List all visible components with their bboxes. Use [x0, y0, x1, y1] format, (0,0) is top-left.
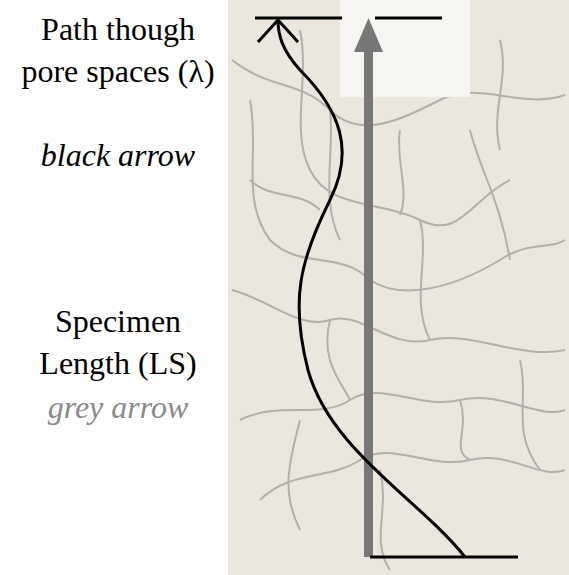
- path-color-note: black arrow: [0, 134, 236, 176]
- length-color-note: grey arrow: [0, 386, 236, 428]
- pore-network: [232, 30, 565, 570]
- pore-path-curve: [278, 20, 465, 557]
- black-arrowhead: [258, 20, 298, 42]
- photo-ground: [228, 0, 569, 575]
- bottom-bar: [370, 556, 518, 559]
- top-bar-left: [255, 17, 342, 20]
- grey-arrow-shaft: [364, 48, 373, 557]
- grey-arrowhead: [354, 18, 383, 52]
- path-label: Path though pore spaces (λ): [20, 8, 216, 92]
- length-label: Specimen Length (LS): [20, 300, 216, 384]
- light-patch: [340, 0, 470, 97]
- top-bar-right: [375, 17, 442, 20]
